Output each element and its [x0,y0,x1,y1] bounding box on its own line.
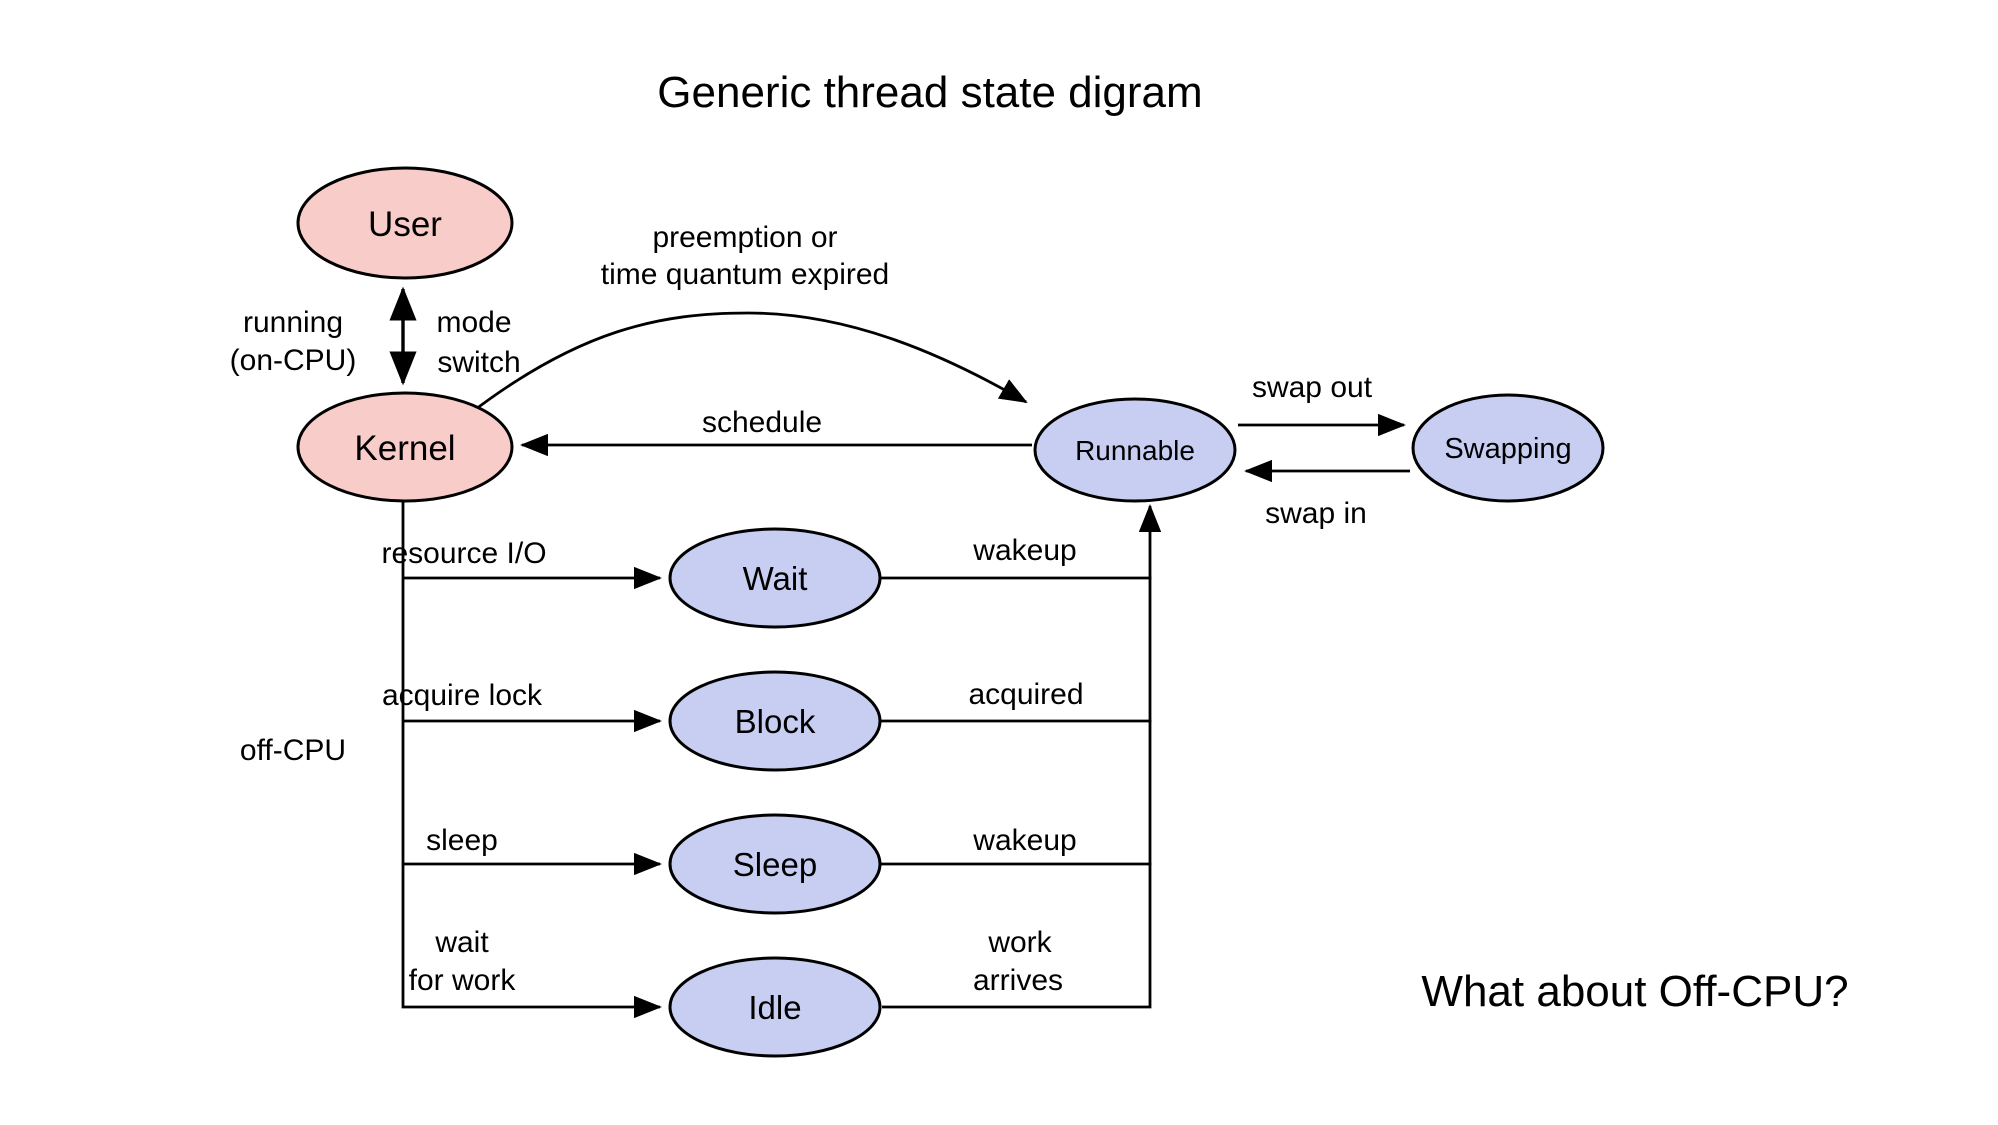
node-block-label: Block [735,703,816,740]
label-acquire-lock: acquire lock [382,679,543,712]
label-running: running [243,306,343,339]
label-wait-line2: for work [409,964,517,997]
question-text: What about Off-CPU? [1421,967,1848,1016]
node-user-shape [296,166,514,280]
node-block-shape [668,670,882,772]
label-switch: switch [437,346,520,379]
label-preemption-line1: preemption or [652,221,837,254]
node-kernel-label: Kernel [354,429,455,468]
node-wait-label: Wait [743,560,808,597]
node-swapping-shape [1411,393,1605,503]
node-kernel: Kernel [296,391,514,503]
node-wait: Wait [668,527,882,629]
node-sleep: Sleep [668,813,882,915]
node-runnable-shape [1033,397,1237,503]
label-work-line2: arrives [973,964,1063,997]
label-off-cpu: off-CPU [240,734,346,767]
node-runnable: Runnable [1033,397,1237,503]
node-user: User [296,166,514,280]
label-resource-io: resource I/O [381,537,546,570]
node-wait-shape [668,527,882,629]
node-idle-shape [668,956,882,1058]
edge-kernel-to-idle [401,500,662,1019]
node-runnable-label: Runnable [1075,435,1195,466]
node-idle-label: Idle [748,989,801,1026]
label-preemption-line2: time quantum expired [601,258,890,291]
node-block: Block [668,670,882,772]
label-wakeup-sleep: wakeup [972,824,1076,857]
label-work-line1: work [987,926,1052,959]
label-on-cpu: (on-CPU) [230,344,357,377]
node-sleep-shape [668,813,882,915]
label-wakeup-wait: wakeup [972,534,1076,567]
edge-collector-to-runnable [882,504,1162,1009]
edge-preemption [471,311,1028,414]
label-swap-in: swap in [1265,497,1367,530]
label-schedule: schedule [702,406,822,439]
label-mode: mode [436,306,511,339]
label-wait-line1: wait [434,926,489,959]
diagram-title: Generic thread state digram [657,68,1202,117]
label-sleep-action: sleep [426,824,498,857]
node-kernel-shape [296,391,514,503]
label-swap-out: swap out [1252,371,1373,404]
node-swapping: Swapping [1411,393,1605,503]
node-idle: Idle [668,956,882,1058]
node-swapping-label: Swapping [1444,433,1571,465]
node-user-label: User [368,205,442,244]
label-acquired: acquired [968,678,1083,711]
node-sleep-label: Sleep [733,846,817,883]
